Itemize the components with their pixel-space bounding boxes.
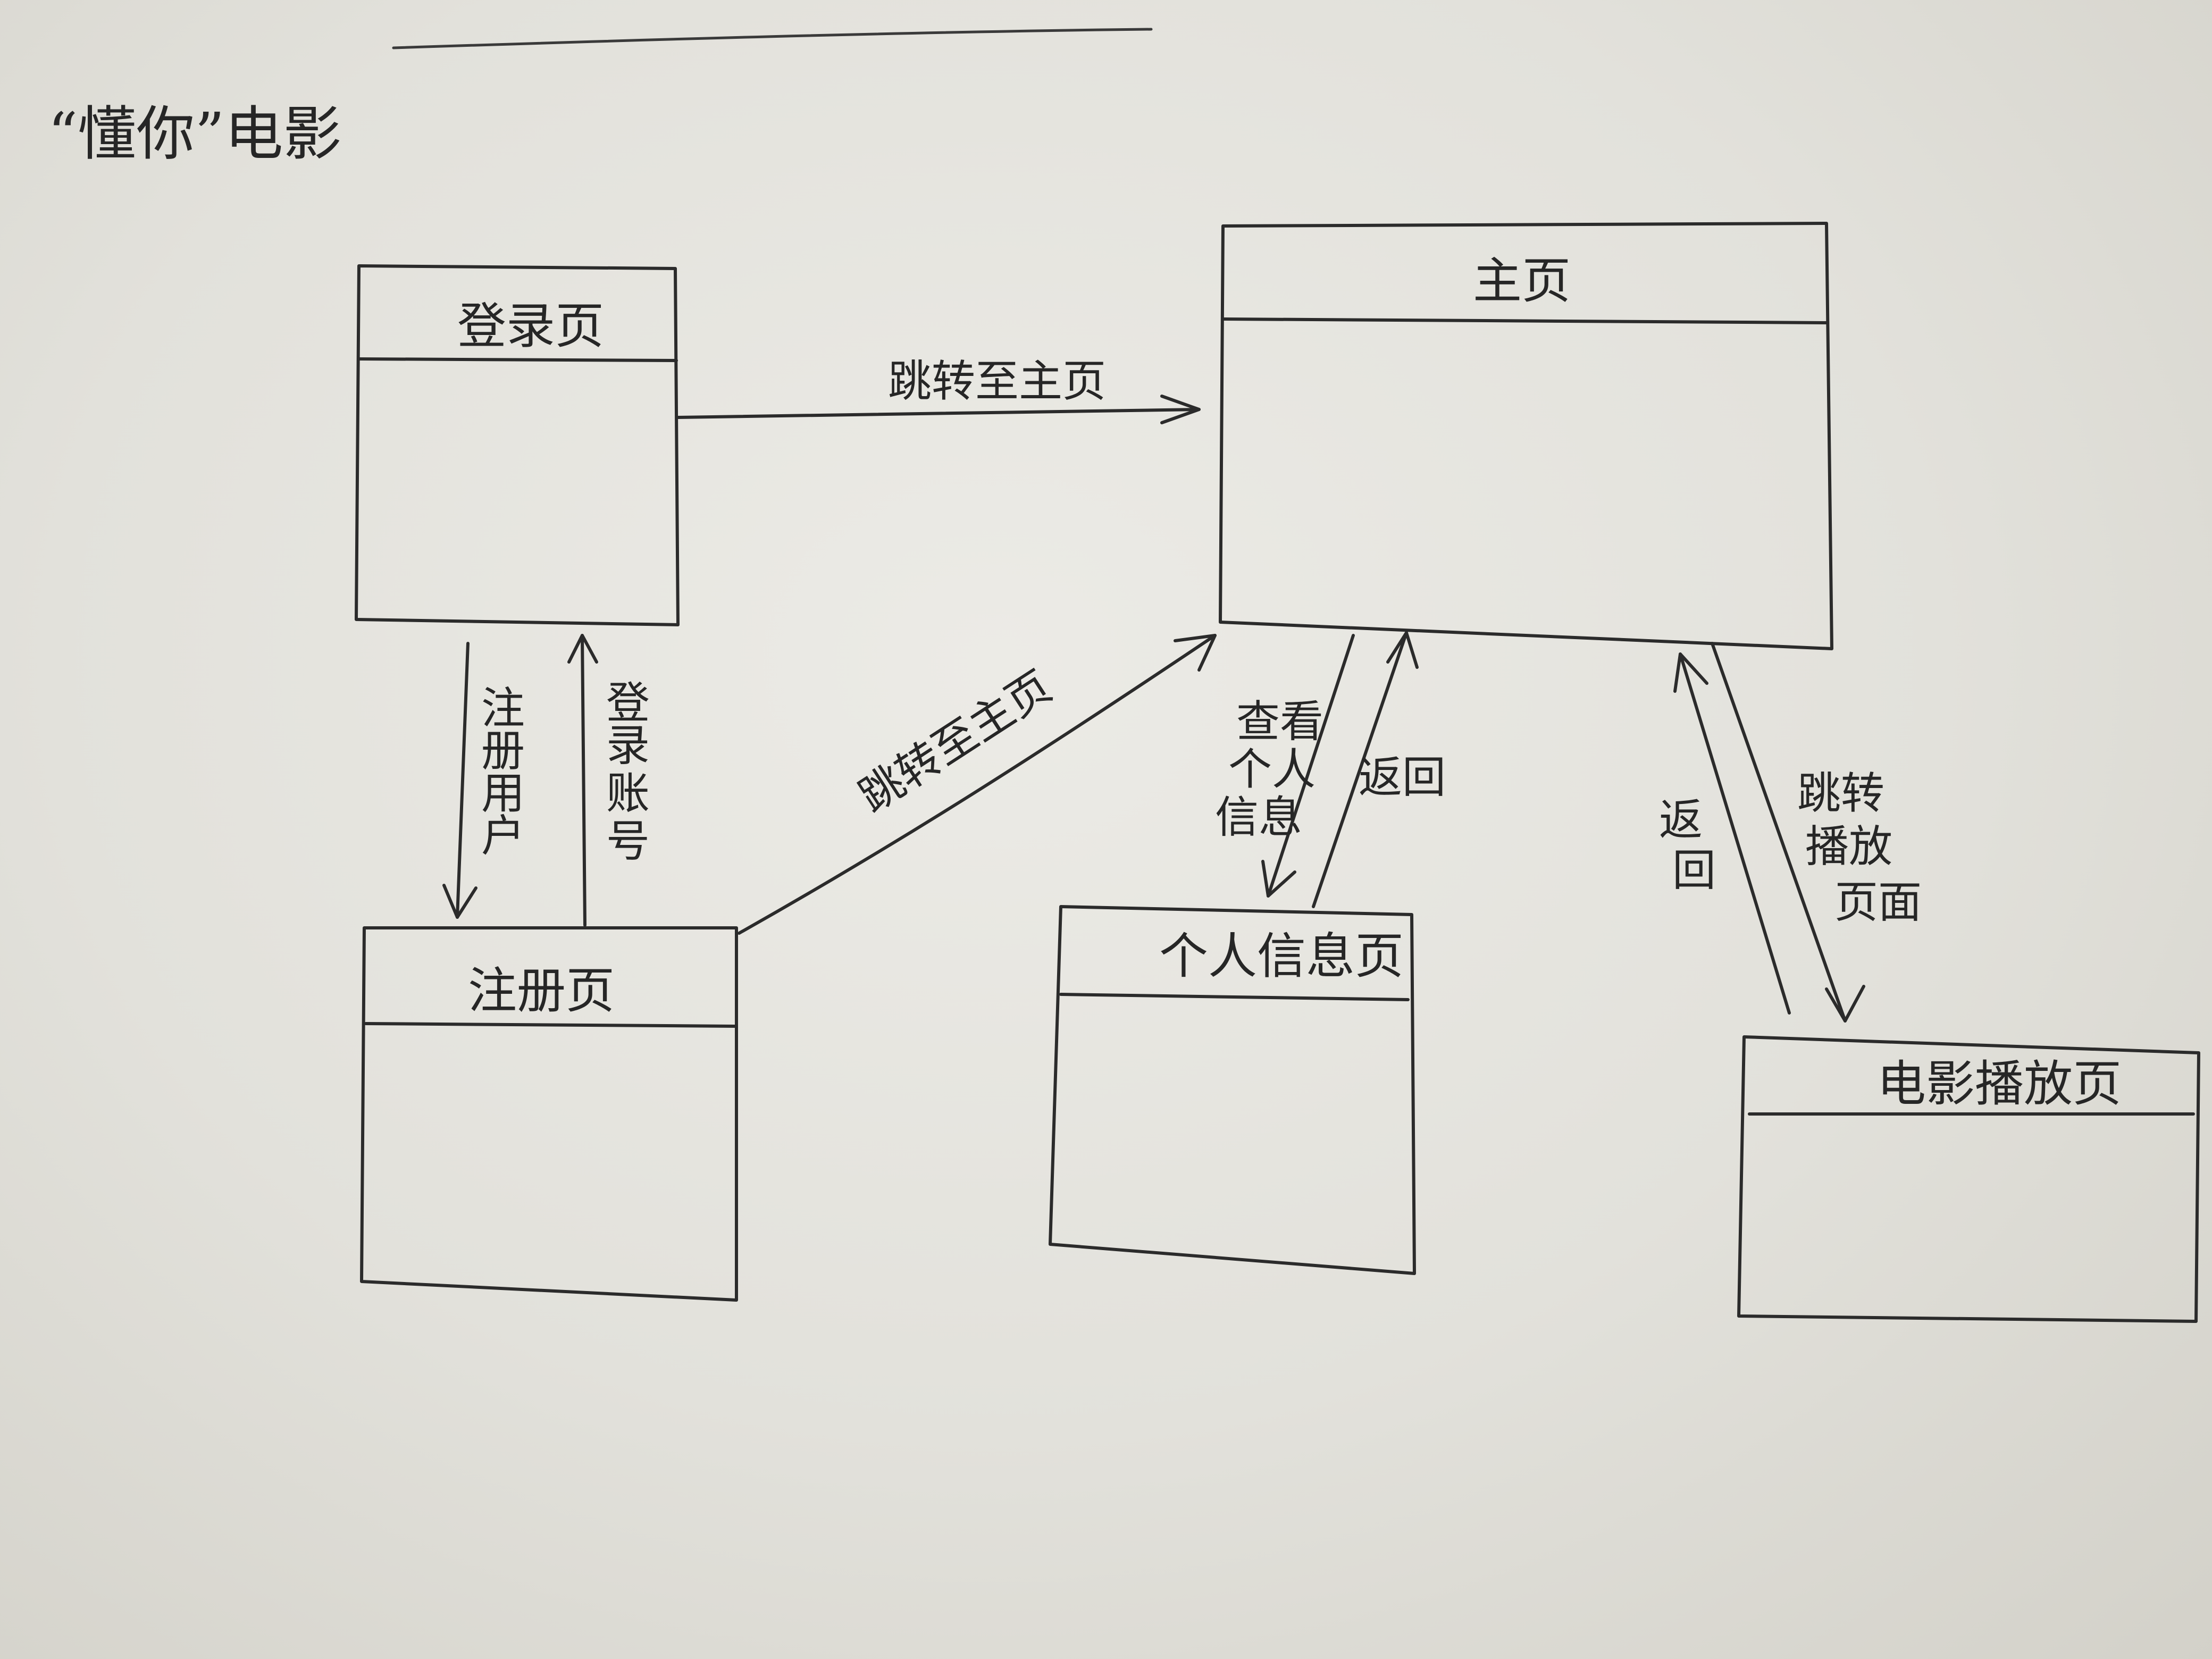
label-profile-return: 返回 [1359,752,1446,803]
player-page-box: 电影播放页 [1737,1035,2200,1323]
arrow-home-to-profile: 查看 个人 信息 [1215,634,1355,898]
label-login-to-home: 跳转至主页 [888,356,1106,407]
arrow-player-to-home: 返 回 [1659,652,1791,1015]
label-view-profile-2: 个人 [1228,744,1316,795]
home-page-title: 主页 [1473,253,1571,309]
arrow-login-to-home: 跳转至主页 [676,356,1201,424]
label-view-profile-3: 信息 [1215,792,1302,843]
label-player-return-2: 回 [1672,845,1716,896]
arrow-register-to-login: 登 录 账 号 [567,634,650,927]
label-goto-player-1: 跳转 [1797,768,1884,819]
label-player-return-1: 返 [1659,795,1703,845]
login-page-title: 登录页 [457,298,604,355]
diagram-title: “懂你”电影 [48,100,341,168]
home-page-box: 主页 [1219,222,1833,650]
label-register-char-2: 册 [481,726,525,776]
arrow-home-to-player: 跳转 播放 页面 [1711,642,1922,1023]
profile-page-box: 个人信息页 [1049,905,1416,1275]
player-page-title: 电影播放页 [1877,1055,2122,1112]
label-login-char-3: 账 [606,768,650,819]
register-page-box: 注册页 [360,926,738,1302]
label-view-profile-1: 查看 [1236,697,1323,747]
label-login-char-2: 录 [606,720,650,771]
arrow-register-to-home: 跳转至主页 [738,634,1217,935]
arrow-profile-to-home: 返回 [1312,631,1446,908]
label-login-char-4: 号 [606,816,650,867]
arrow-login-to-register: 注 册 用 户 [442,642,525,919]
label-login-char-1: 登 [606,678,650,728]
profile-page-title: 个人信息页 [1159,928,1404,985]
login-page-box: 登录页 [355,264,680,626]
label-register-to-home: 跳转至主页 [850,661,1061,823]
label-register-char-4: 户 [481,811,525,861]
label-register-char-3: 用 [481,768,525,819]
register-page-title: 注册页 [468,962,615,1019]
label-register-char-1: 注 [481,683,525,734]
header-rule-line [392,28,1153,49]
label-goto-player-2: 播放 [1805,822,1892,872]
label-goto-player-3: 页面 [1834,877,1922,928]
